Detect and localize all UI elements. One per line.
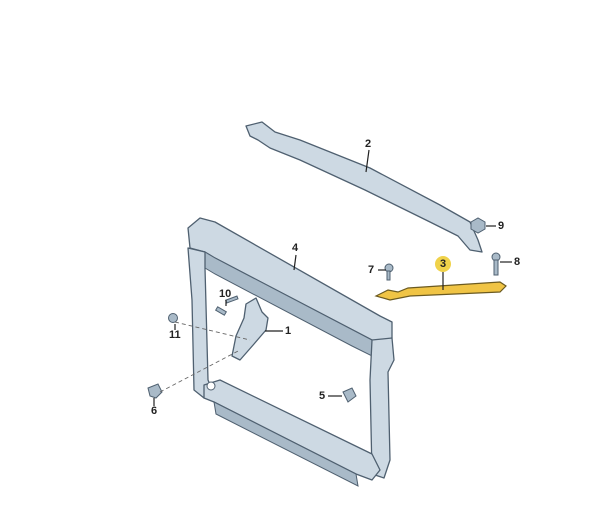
part-7-screw [384,263,394,281]
label-part-10: 10 [219,288,232,300]
part-1-bracket [231,297,269,361]
frame-beam-face [204,251,373,357]
label-part-1: 1 [285,325,292,337]
label-part-3: 3 [440,258,447,270]
part-11-clip [168,313,178,323]
label-part-2: 2 [365,138,372,150]
label-part-8: 8 [514,256,521,268]
label-part-11: 11 [169,329,181,341]
frame-bottom-beam [203,379,381,481]
part-10-bolt [214,295,239,316]
frame-right-pillar [369,337,395,479]
part-6-clip [147,383,163,399]
label-part-5: 5 [319,390,326,402]
part-9-nut [470,217,486,234]
part-5-nut [342,387,357,403]
frame-bottom-face [213,401,359,487]
part-3-strut [374,281,507,301]
part-2-upper-cross-member [245,121,483,253]
label-part-7: 7 [368,264,375,276]
label-part-9: 9 [498,220,505,232]
label-part-4: 4 [292,242,299,254]
highlight-badge [435,256,451,272]
label-part-6: 6 [151,405,158,417]
part-8-bolt [491,252,501,276]
